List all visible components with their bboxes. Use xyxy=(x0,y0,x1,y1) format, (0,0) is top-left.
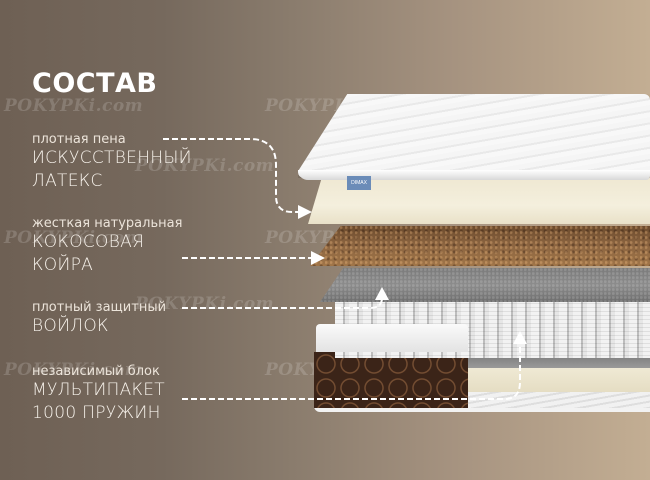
watermark: POKYPKi.com xyxy=(4,96,144,116)
layer-name-line1: КОКОСОВАЯ xyxy=(32,232,145,252)
mattress-bottom-edge xyxy=(314,406,650,412)
layer-label-springs: независимый блок МУЛЬТИПАКЕТ 1000 ПРУЖИН xyxy=(32,364,165,425)
coconut-coir-layer xyxy=(310,226,650,266)
top-cover-layer xyxy=(298,94,650,178)
layer-label-coir: жесткая натуральная КОКОСОВАЯ КОЙРА xyxy=(32,216,182,277)
page-title: СОСТАВ xyxy=(32,68,158,99)
layer-name-line2: ЛАТЕКС xyxy=(32,171,103,191)
felt-layer xyxy=(320,268,650,302)
layer-name-line1: МУЛЬТИПАКЕТ xyxy=(32,380,165,400)
layer-name-line2: 1000 ПРУЖИН xyxy=(32,403,161,423)
mattress-bottom-cover xyxy=(468,392,650,408)
mattress-side-fabric xyxy=(314,352,468,408)
layer-name-line2: КОЙРА xyxy=(32,255,94,275)
layer-subtitle: плотный защитный xyxy=(32,300,167,315)
top-cover-edge xyxy=(298,170,650,180)
layer-label-felt: плотный защитный ВОЙЛОК xyxy=(32,300,166,338)
layer-subtitle: независимый блок xyxy=(32,364,160,379)
mattress-frame-edge xyxy=(316,324,468,352)
layer-subtitle: жесткая натуральная xyxy=(32,216,183,231)
mattress-inner-latex xyxy=(468,368,650,392)
brand-tag: DIMAX xyxy=(347,176,371,190)
layer-name-line1: ИСКУССТВЕННЫЙ xyxy=(32,148,192,168)
layer-name-line1: ВОЙЛОК xyxy=(32,316,109,336)
watermark: POKYPKi.com xyxy=(4,360,144,380)
watermark: POKYPKi.com xyxy=(4,228,144,248)
layer-label-latex: плотная пена ИСКУССТВЕННЫЙ ЛАТЕКС xyxy=(32,132,192,193)
layer-subtitle: плотная пена xyxy=(32,132,126,147)
